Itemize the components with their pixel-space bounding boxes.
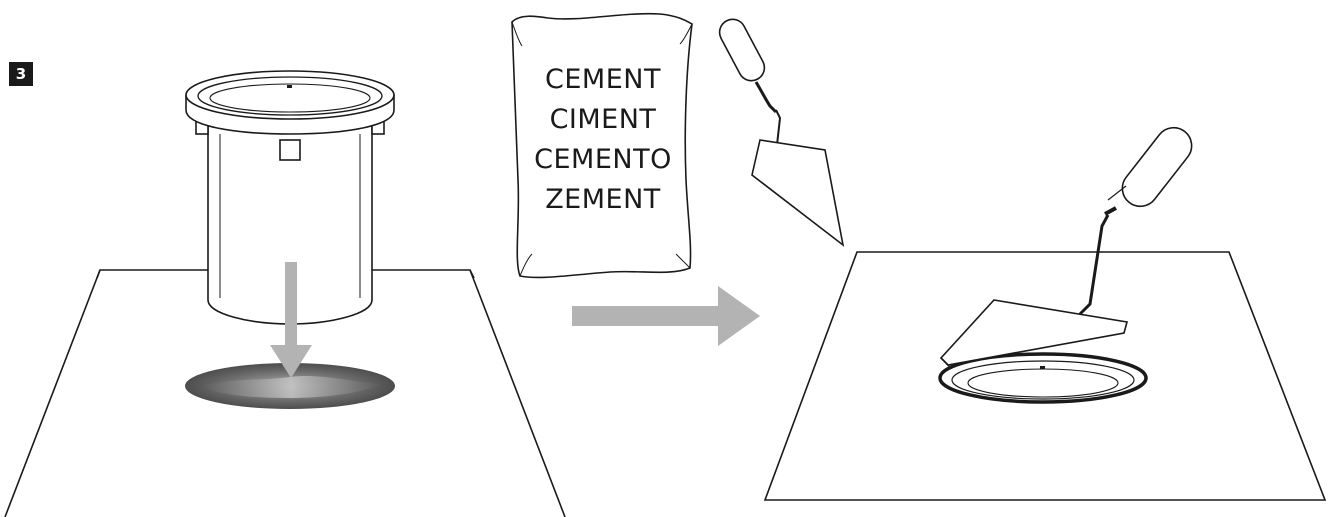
- bag-text-line-4: ZEMENT: [545, 184, 661, 215]
- step-number-badge: 3: [9, 62, 33, 86]
- trowel-icon: [718, 18, 845, 247]
- cement-bag-icon: CEMENT CIMENT CEMENTO ZEMENT: [511, 12, 693, 279]
- right-floor-panel: [763, 251, 1327, 501]
- bag-text-line-1: CEMENT: [545, 64, 661, 95]
- floor-box-icon: [185, 70, 395, 325]
- installed-box-icon: [938, 352, 1148, 404]
- smoothing-trowel-icon: [939, 126, 1193, 367]
- bag-text-line-3: CEMENTO: [534, 144, 672, 175]
- down-arrow-icon: [270, 262, 312, 378]
- left-floor-panel: [4, 269, 566, 517]
- bag-text-line-2: CIMENT: [550, 104, 657, 135]
- mortar-bed-icon: [185, 363, 395, 409]
- process-arrow-icon: [572, 286, 760, 346]
